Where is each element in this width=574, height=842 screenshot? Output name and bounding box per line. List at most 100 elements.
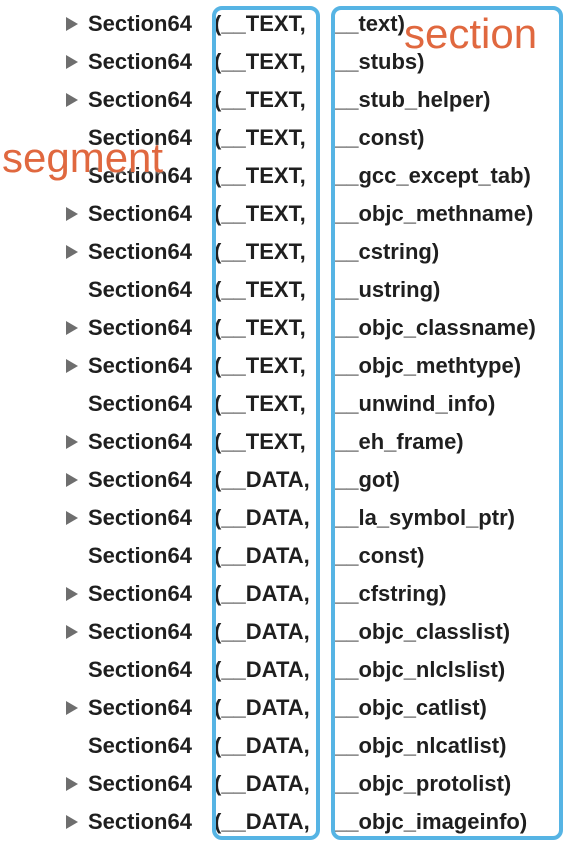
section-annotation-label: section xyxy=(404,10,538,57)
segment-name: (__TEXT, xyxy=(214,11,306,36)
row-type-label: Section64 xyxy=(88,581,192,606)
section-name: __unwind_info) xyxy=(334,391,496,416)
section-name: __objc_protolist) xyxy=(334,771,512,796)
row-type-label: Section64 xyxy=(88,49,192,74)
segment-name: (__TEXT, xyxy=(214,353,306,378)
section-tree: Section64(__TEXT,__text)Section64(__TEXT… xyxy=(0,5,574,841)
disclosure-triangle-icon[interactable] xyxy=(66,511,78,525)
tree-row[interactable]: Section64 (__DATA, __objc_imageinfo) xyxy=(0,803,574,841)
section-name: __eh_frame) xyxy=(334,429,464,454)
section-name: __objc_catlist) xyxy=(334,695,487,720)
disclosure-triangle-icon[interactable] xyxy=(66,17,78,31)
disclosure-triangle-icon[interactable] xyxy=(66,245,78,259)
disclosure-triangle-icon[interactable] xyxy=(66,55,78,69)
disclosure-triangle-icon[interactable] xyxy=(66,359,78,373)
section-name: __objc_imageinfo) xyxy=(334,809,528,834)
tree-row[interactable]: Section64(__TEXT,__stub_helper) xyxy=(0,81,574,119)
row-type-label: Section64 xyxy=(88,733,192,758)
segment-name: (__DATA, xyxy=(214,467,310,492)
tree-row[interactable]: Section64 (__DATA, __objc_classlist) xyxy=(0,613,574,651)
segment-name: (__DATA, xyxy=(214,657,310,682)
section-name: __objc_methtype) xyxy=(334,353,522,378)
section-name: __objc_classlist) xyxy=(334,619,511,644)
section-name: __gcc_except_tab) xyxy=(334,163,531,188)
section-name: __la_symbol_ptr) xyxy=(334,505,515,530)
disclosure-triangle-icon[interactable] xyxy=(66,625,78,639)
tree-row[interactable]: Section64 (__TEXT, __objc_methname) xyxy=(0,195,574,233)
disclosure-triangle-icon[interactable] xyxy=(66,207,78,221)
section-name: __got) xyxy=(334,467,400,492)
disclosure-triangle-icon[interactable] xyxy=(66,473,78,487)
tree-row[interactable]: Section64 (__TEXT, __ustring) xyxy=(0,271,574,309)
section-name: __objc_nlclslist) xyxy=(334,657,506,682)
segment-name: (__TEXT, xyxy=(214,429,306,454)
tree-row[interactable]: Section64 (__DATA, __const) xyxy=(0,537,574,575)
tree-row[interactable]: Section64 (__TEXT, __const) xyxy=(0,119,574,157)
row-type-label: Section64 xyxy=(88,429,192,454)
tree-row[interactable]: Section64(__TEXT,__unwind_info) xyxy=(0,385,574,423)
segment-name: (__DATA, xyxy=(214,733,310,758)
section-name: __cfstring) xyxy=(334,581,447,606)
segment-name: (__TEXT, xyxy=(214,163,306,188)
tree-row[interactable]: Section64 (__DATA, __got) xyxy=(0,461,574,499)
segment-name: (__DATA, xyxy=(214,505,310,530)
row-type-label: Section64 xyxy=(88,201,192,226)
segment-name: (__TEXT, xyxy=(214,277,306,302)
section-name: __const) xyxy=(334,125,425,150)
row-type-label: Section64 xyxy=(88,467,192,492)
row-type-label: Section64 xyxy=(88,657,192,682)
row-type-label: Section64 xyxy=(88,239,192,264)
disclosure-triangle-icon[interactable] xyxy=(66,701,78,715)
tree-row[interactable]: Section64 (__TEXT, __eh_frame) xyxy=(0,423,574,461)
row-type-label: Section64 xyxy=(88,543,192,568)
segment-name: (__TEXT, xyxy=(214,391,306,416)
tree-row[interactable]: Section64 (__DATA, __la_symbol_ptr) xyxy=(0,499,574,537)
row-type-label: Section64 xyxy=(88,505,192,530)
segment-name: (__DATA, xyxy=(214,771,310,796)
segment-name: (__TEXT, xyxy=(214,315,306,340)
segment-name: (__DATA, xyxy=(214,809,310,834)
section-name: __const) xyxy=(334,543,425,568)
section-name: __objc_nlcatlist) xyxy=(334,733,507,758)
disclosure-triangle-icon[interactable] xyxy=(66,777,78,791)
row-type-label: Section64 xyxy=(88,125,192,150)
section-name: __objc_classname) xyxy=(334,315,536,340)
row-type-label: Section64 xyxy=(88,277,192,302)
segment-name: (__DATA, xyxy=(214,581,310,606)
row-type-label: Section64 xyxy=(88,353,192,378)
tree-row[interactable]: Section64 (__DATA, __objc_nlclslist) xyxy=(0,651,574,689)
disclosure-triangle-icon[interactable] xyxy=(66,815,78,829)
segment-name: (__DATA, xyxy=(214,619,310,644)
section-name: __text) xyxy=(334,11,405,36)
disclosure-triangle-icon[interactable] xyxy=(66,587,78,601)
row-type-label: Section64 xyxy=(88,163,192,188)
tree-row[interactable]: Section64 (__TEXT, __cstring) xyxy=(0,233,574,271)
tree-row[interactable]: Section64 (__TEXT, __text) xyxy=(0,5,574,43)
disclosure-triangle-icon[interactable] xyxy=(66,321,78,335)
section-name: __objc_methname) xyxy=(334,201,534,226)
section-name: __ustring) xyxy=(334,277,441,302)
section-name: __stub_helper) xyxy=(334,87,491,112)
tree-row[interactable]: Section64 (__TEXT, __objc_methtype) xyxy=(0,347,574,385)
section-name: __cstring) xyxy=(334,239,440,264)
row-type-label: Section64 xyxy=(88,771,192,796)
row-type-label: Section64 xyxy=(88,11,192,36)
segment-name: (__TEXT, xyxy=(214,87,306,112)
segment-name: (__TEXT, xyxy=(214,125,306,150)
tree-row[interactable]: Section64 (__DATA, __objc_protolist) xyxy=(0,765,574,803)
segment-annotation-label: segment xyxy=(2,134,164,181)
tree-row[interactable]: Section64 (__DATA, __objc_nlcatlist) xyxy=(0,727,574,765)
disclosure-triangle-icon[interactable] xyxy=(66,435,78,449)
segment-name: (__TEXT, xyxy=(214,201,306,226)
tree-row[interactable]: Section64(__TEXT,__objc_classname) xyxy=(0,309,574,347)
segment-name: (__DATA, xyxy=(214,543,310,568)
disclosure-triangle-icon[interactable] xyxy=(66,93,78,107)
tree-row[interactable]: Section64(__DATA,__objc_catlist) xyxy=(0,689,574,727)
row-type-label: Section64 xyxy=(88,619,192,644)
row-type-label: Section64 xyxy=(88,695,192,720)
tree-row[interactable]: Section64 (__DATA, __cfstring) xyxy=(0,575,574,613)
segment-name: (__TEXT, xyxy=(214,239,306,264)
row-type-label: Section64 xyxy=(88,809,192,834)
tree-row[interactable]: Section64(__TEXT,__stubs) xyxy=(0,43,574,81)
tree-row[interactable]: Section64 (__TEXT, __gcc_except_tab) xyxy=(0,157,574,195)
